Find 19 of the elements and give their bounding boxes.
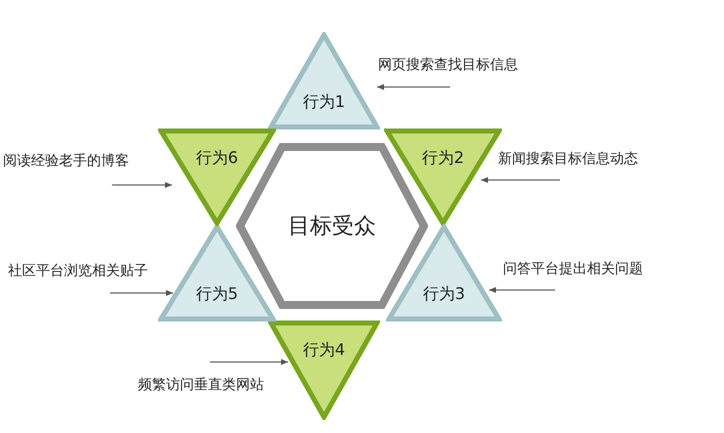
arrow — [112, 182, 172, 188]
arrow — [481, 177, 560, 183]
arrow — [377, 84, 450, 90]
behavior-label: 行为6 — [196, 147, 238, 169]
arrow — [489, 287, 555, 293]
behavior-description: 阅读经验老手的博客 — [3, 150, 163, 172]
center-label: 目标受众 — [288, 212, 376, 240]
behavior-label: 行为2 — [422, 147, 464, 169]
behavior-description: 社区平台浏览相关贴子 — [8, 260, 183, 282]
behavior-label: 行为3 — [422, 283, 466, 305]
behavior-description: 频繁访问垂直类网站 — [138, 374, 298, 396]
behavior-label: 行为4 — [302, 339, 346, 361]
arrow — [210, 359, 288, 365]
behavior-description: 问答平台提出相关问题 — [503, 258, 678, 280]
behavior-label: 行为1 — [302, 91, 346, 113]
behavior-description: 新闻搜索目标信息动态 — [498, 148, 673, 170]
behavior-label: 行为5 — [196, 283, 238, 305]
behavior-description: 网页搜索查找目标信息 — [378, 54, 553, 76]
arrow — [110, 290, 173, 296]
